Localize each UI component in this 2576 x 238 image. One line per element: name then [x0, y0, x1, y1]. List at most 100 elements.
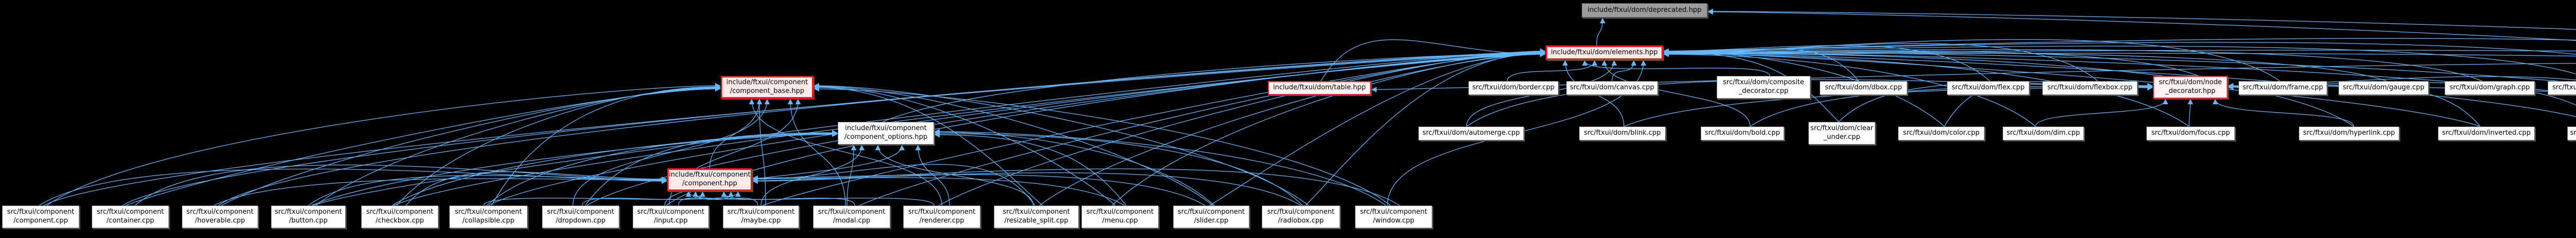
edge-c_dropdown-comp	[582, 191, 706, 206]
graph-node-c_radiobox[interactable]: src/ftxui/component/radiobox.cpp	[1262, 205, 1340, 228]
graph-node-c_component[interactable]: src/ftxui/component/component.cpp	[2, 205, 79, 228]
node-label: /window.cpp	[1372, 217, 1415, 225]
node-label: /radiobox.cpp	[1278, 217, 1324, 225]
graph-node-c_resizable[interactable]: src/ftxui/component/resizable_split.cpp	[994, 205, 1079, 228]
graph-node-italic[interactable]: src/ftxui/dom/italic.cpp	[2567, 126, 2576, 140]
edge-c_resizable-comp_base	[814, 84, 1043, 206]
graph-node-table[interactable]: include/ftxui/dom/table.hpp	[1268, 81, 1371, 95]
edge-c_collapsible-comp	[483, 191, 741, 206]
graph-node-graph[interactable]: src/ftxui/dom/graph.cpp	[2445, 81, 2535, 95]
graph-node-nodedec[interactable]: src/ftxui/dom/node_decorator.hpp	[2153, 76, 2228, 99]
node-label: src/ftxui/dom/border.cpp	[1472, 84, 1555, 92]
node-label: src/ftxui/component	[454, 208, 522, 216]
node-label: include/ftxui/component	[845, 124, 927, 133]
graph-node-c_collapsible[interactable]: src/ftxui/component/collapsible.cpp	[449, 205, 528, 228]
graph-node-c_dropdown[interactable]: src/ftxui/component/dropdown.cpp	[542, 205, 619, 228]
graph-node-c_maybe[interactable]: src/ftxui/component/maybe.cpp	[723, 205, 799, 228]
edge-c_maybe-comp_opts	[760, 145, 865, 206]
node-label: /container.cpp	[106, 217, 155, 225]
node-label: src/ftxui/component	[275, 208, 342, 216]
graph-node-inverted[interactable]: src/ftxui/dom/inverted.cpp	[2438, 126, 2535, 140]
graph-node-canvas[interactable]: src/ftxui/dom/canvas.cpp	[1566, 81, 1658, 95]
node-label: include/ftxui/dom/table.hpp	[1273, 84, 1366, 92]
node-label: src/ftxui/component	[547, 208, 615, 216]
node-label: src/ftxui/dom/focus.cpp	[2151, 129, 2230, 137]
node-label: /menu.cpp	[1102, 217, 1138, 225]
graph-node-frame[interactable]: src/ftxui/dom/frame.cpp	[2239, 81, 2327, 95]
graph-node-c_checkbox[interactable]: src/ftxui/component/checkbox.cpp	[361, 205, 438, 228]
edge-elements-deprecated	[1596, 18, 1605, 46]
node-label: /dropdown.cpp	[555, 217, 606, 225]
edge-c_checkbox-comp	[405, 171, 667, 206]
node-label: src/ftxui/component	[186, 208, 254, 216]
graph-node-clearunder[interactable]: src/ftxui/dom/clear_under.cpp	[1808, 122, 1875, 145]
edge-nodedec-elements	[1663, 51, 2198, 76]
node-label: src/ftxui/dom/italic.cpp	[2570, 129, 2576, 137]
edge-c_collapsible-comp_opts	[486, 130, 838, 206]
graph-node-elements[interactable]: include/ftxui/dom/elements.hpp	[1546, 45, 1663, 60]
graph-node-flex[interactable]: src/ftxui/dom/flex.cpp	[1947, 81, 2029, 95]
graph-node-color[interactable]: src/ftxui/dom/color.cpp	[1898, 126, 1985, 140]
edge-c_container-comp_base	[125, 86, 721, 206]
graph-node-comp_base[interactable]: include/ftxui/component/component_base.h…	[721, 76, 814, 99]
graph-node-comp[interactable]: include/ftxui/component/component.hpp	[667, 168, 752, 191]
edge-frame-elements	[1663, 39, 2280, 82]
edge-c_resizable-comp_opts	[875, 145, 1034, 206]
edge-paragraph-elements	[1663, 38, 2576, 54]
graph-node-flexbox[interactable]: src/ftxui/dom/flexbox.cpp	[2042, 81, 2138, 95]
node-label: src/ftxui/dom/frame.cpp	[2242, 84, 2324, 92]
node-label: src/ftxui/dom/gridbox.cpp	[2552, 84, 2576, 92]
node-label: src/ftxui/component	[727, 208, 795, 216]
node-label: /slider.cpp	[1194, 217, 1229, 225]
node-label: /maybe.cpp	[741, 217, 781, 225]
graph-node-comp_opts[interactable]: include/ftxui/component/component_option…	[838, 122, 934, 145]
edge-c_menu-comp_base	[814, 84, 1116, 206]
graph-node-c_modal[interactable]: src/ftxui/component/modal.cpp	[813, 205, 890, 228]
edge-c_modal-comp_opts	[846, 145, 857, 206]
graph-node-focus[interactable]: src/ftxui/dom/focus.cpp	[2146, 126, 2235, 140]
graph-node-dbox[interactable]: src/ftxui/dom/dbox.cpp	[1820, 81, 1907, 95]
edge-c_window-comp	[752, 168, 1400, 206]
edge-c_radiobox-comp	[752, 172, 1301, 206]
graph-node-c_hoverable[interactable]: src/ftxui/component/hoverable.cpp	[182, 205, 258, 228]
graph-node-dim[interactable]: src/ftxui/dom/dim.cpp	[2003, 126, 2084, 140]
graph-node-hyperlink[interactable]: src/ftxui/dom/hyperlink.cpp	[2299, 126, 2399, 140]
edge-c_renderer-comp_base	[749, 99, 942, 206]
graph-node-c_window[interactable]: src/ftxui/component/window.cpp	[1355, 205, 1432, 228]
edge-c_window-comp_opts	[934, 129, 1386, 206]
node-label: /checkbox.cpp	[376, 217, 424, 225]
graph-node-blink[interactable]: src/ftxui/dom/blink.cpp	[1579, 126, 1666, 140]
graph-node-composite[interactable]: src/ftxui/dom/composite_decorator.cpp	[1717, 76, 1810, 99]
graph-node-c_container[interactable]: src/ftxui/component/container.cpp	[92, 205, 169, 228]
graph-node-c_slider[interactable]: src/ftxui/component/slider.cpp	[1173, 205, 1249, 228]
node-label: include/ftxui/dom/elements.hpp	[1551, 48, 1658, 56]
graph-node-c_renderer[interactable]: src/ftxui/component/renderer.cpp	[903, 205, 980, 228]
edge-c_button-comp_base	[316, 85, 721, 206]
node-label: src/ftxui/dom/clear	[1810, 124, 1874, 133]
edge-c_menu-comp_opts	[934, 132, 1127, 206]
graph-node-gauge[interactable]: src/ftxui/dom/gauge.cpp	[2338, 81, 2429, 95]
node-label: src/ftxui/component	[1360, 208, 1428, 216]
graph-node-c_input[interactable]: src/ftxui/component/input.cpp	[633, 205, 709, 228]
edge-c_radiobox-comp_base	[814, 83, 1309, 206]
node-label: _decorator.hpp	[2165, 87, 2216, 95]
graph-node-deprecated[interactable]: include/ftxui/dom/deprecated.hpp	[1582, 3, 1707, 18]
node-label: src/ftxui/dom/dim.cpp	[2006, 129, 2080, 137]
graph-node-c_menu[interactable]: src/ftxui/component/menu.cpp	[1081, 205, 1159, 228]
node-label: src/ftxui/component	[908, 208, 976, 216]
graph-node-automerge[interactable]: src/ftxui/dom/automerge.cpp	[1418, 126, 1524, 140]
graph-node-border[interactable]: src/ftxui/dom/border.cpp	[1468, 81, 1558, 95]
edge-paragraph-deprecated	[1707, 9, 2576, 41]
node-label: include/ftxui/component	[669, 171, 751, 179]
node-label: /input.cpp	[654, 217, 688, 225]
edge-c_maybe-comp_base	[756, 99, 766, 206]
node-label: src/ftxui/dom/inverted.cpp	[2442, 129, 2531, 137]
graph-node-c_button[interactable]: src/ftxui/component/button.cpp	[271, 205, 346, 228]
edge-c_modal-comp_base	[787, 99, 846, 206]
node-label: /resizable_split.cpp	[1004, 217, 1069, 225]
graph-node-gridbox[interactable]: src/ftxui/dom/gridbox.cpp	[2548, 81, 2576, 95]
graph-node-bold[interactable]: src/ftxui/dom/bold.cpp	[1701, 126, 1784, 140]
edge-c_slider-comp_opts	[934, 129, 1215, 206]
